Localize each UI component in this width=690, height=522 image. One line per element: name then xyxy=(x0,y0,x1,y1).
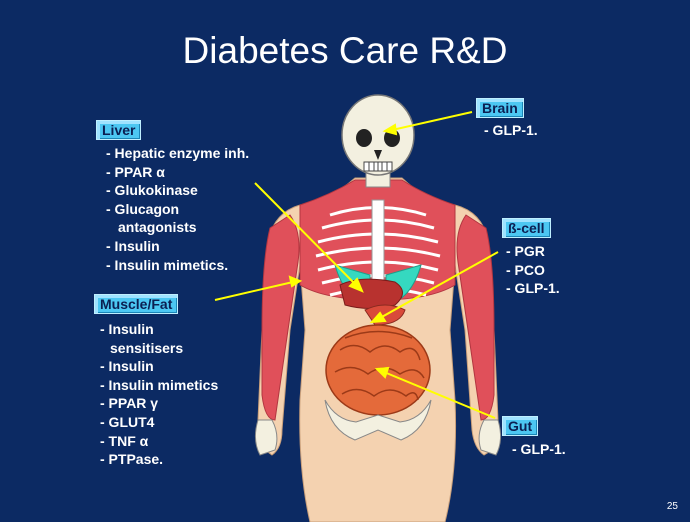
beta-cell-label: ß-cell xyxy=(502,218,551,238)
brain-label: Brain xyxy=(476,98,524,118)
right-hand xyxy=(479,420,500,455)
muscle-arrow-head xyxy=(290,277,300,286)
list-item: - Glukokinase xyxy=(106,181,249,200)
list-item: - Insulin xyxy=(100,357,218,376)
brain-list: - GLP-1. xyxy=(484,121,538,140)
list-item: - PGR xyxy=(506,242,560,261)
list-item: - Glucagon xyxy=(106,200,249,219)
list-item: - PCO xyxy=(506,261,560,280)
muscle-fat-list: - Insulin sensitisers - Insulin - Insuli… xyxy=(100,320,218,469)
gut-label: Gut xyxy=(502,416,538,436)
skull xyxy=(342,95,414,175)
list-item: - PPAR γ xyxy=(100,394,218,413)
list-item: - GLUT4 xyxy=(100,413,218,432)
slide-title: Diabetes Care R&D xyxy=(0,30,690,72)
list-item: - TNF α xyxy=(100,432,218,451)
page-number: 25 xyxy=(667,501,678,512)
list-item: - GLP-1. xyxy=(484,121,538,140)
list-item: antagonists xyxy=(106,218,249,237)
liver-label: Liver xyxy=(96,120,141,140)
list-item: - Insulin xyxy=(100,320,218,339)
left-hand xyxy=(255,420,276,455)
list-item: - GLP-1. xyxy=(506,279,560,298)
list-item: - PPAR α xyxy=(106,163,249,182)
list-item: - Insulin xyxy=(106,237,249,256)
list-item: sensitisers xyxy=(100,339,218,358)
list-item: - PTPase. xyxy=(100,450,218,469)
list-item: - GLP-1. xyxy=(512,440,566,459)
gut-list: - GLP-1. xyxy=(512,440,566,459)
list-item: - Insulin mimetics xyxy=(100,376,218,395)
liver xyxy=(340,279,403,308)
muscle-fat-label: Muscle/Fat xyxy=(94,294,178,314)
sternum xyxy=(372,200,384,280)
list-item: - Hepatic enzyme inh. xyxy=(106,144,249,163)
beta-cell-list: - PGR - PCO - GLP-1. xyxy=(506,242,560,298)
list-item: - Insulin mimetics. xyxy=(106,256,249,275)
liver-list: - Hepatic enzyme inh. - PPAR α - Glukoki… xyxy=(106,144,249,274)
